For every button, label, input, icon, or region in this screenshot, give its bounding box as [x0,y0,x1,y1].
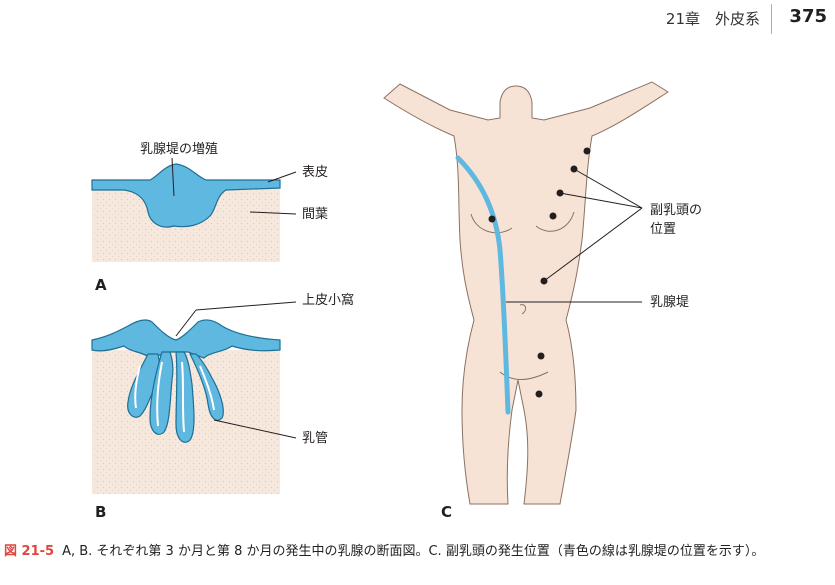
duct-3 [175,351,195,443]
leader-duct [213,419,297,439]
label-mammary-ridge: 乳腺堤 [650,295,689,310]
duct-lumen-2 [156,361,163,427]
label-mesenchyme: 間葉 [302,207,328,222]
duct-4 [189,353,224,421]
accessory-nipple-dot [549,212,557,220]
panel-a-letter: A [95,276,107,294]
chapter-title: 21章 外皮系 [665,10,760,28]
leader-pit-1 [175,309,197,337]
duct-lumen-4 [199,365,215,411]
page-header: 21章 外皮系 375 [0,0,835,36]
panel-c: 副乳頭の 位置 乳腺堤 C [383,81,702,521]
panel-a: 乳腺堤の増殖 表皮 間葉 A [91,141,328,294]
leader-epidermis [267,171,297,183]
panel-b: 上皮小窩 乳管 B [91,292,354,521]
leader-accessory-2 [559,192,643,209]
groin [499,371,549,380]
label-epidermis: 表皮 [302,165,328,180]
figure-number: 図 21-5 [4,544,55,559]
leader-accessory-3 [543,207,643,282]
accessory-nipple-dot [535,390,543,398]
label-accessory-nipples-2: 位置 [650,222,676,237]
epidermis-ridge-a [91,163,281,228]
page-number: 375 [789,6,827,27]
figure-21-5: 乳腺堤の増殖 表皮 間葉 A 上皮小窩 乳管 B [91,81,702,521]
label-accessory-nipples-1: 副乳頭の [650,203,702,218]
accessory-nipple-dot [488,215,496,223]
accessory-nipple-dot [537,352,545,360]
panel-c-letter: C [441,503,452,521]
leader-pit-2 [195,301,297,311]
leader-mesenchyme [249,211,297,215]
label-ridge-thickening: 乳腺堤の増殖 [140,141,218,157]
label-epithelial-pit: 上皮小窩 [302,292,354,308]
header-divider [771,4,772,34]
duct-lumen-1 [134,365,141,409]
breast-right [535,211,575,232]
duct-lumen-3 [181,361,185,433]
mammary-ridge-line [455,155,511,415]
body-silhouette [383,81,669,505]
navel [519,304,527,315]
panel-b-letter: B [95,503,106,521]
duct-2 [149,351,174,435]
leader-ridge-a [171,157,175,197]
caption-text: A, B. それぞれ第 3 か月と第 8 か月の発生中の乳腺の断面図。C. 副乳… [62,544,765,559]
figure-caption: 図 21-5 A, B. それぞれ第 3 か月と第 8 か月の発生中の乳腺の断面図… [4,542,832,562]
epidermis-b [91,319,281,359]
label-lactiferous-duct: 乳管 [302,431,328,446]
breast-left [470,213,513,234]
accessory-nipple-dot [583,147,591,155]
leader-accessory-1 [573,168,643,209]
